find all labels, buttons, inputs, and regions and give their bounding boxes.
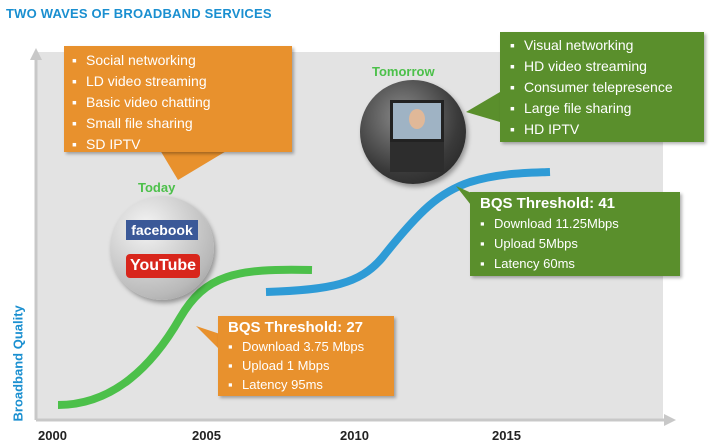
tomorrow-threshold-title: BQS Threshold: 41 <box>480 195 616 212</box>
list-item: LD video streaming <box>72 71 292 92</box>
tomorrow-threshold-box: BQS Threshold: 41 Download 11.25Mbps Upl… <box>470 192 680 276</box>
telepresence-stand <box>390 142 444 172</box>
x-tick-label: 2000 <box>38 428 67 443</box>
list-item: Large file sharing <box>510 98 704 119</box>
today-threshold-title: BQS Threshold: 27 <box>228 319 364 336</box>
person-face-icon <box>409 109 425 129</box>
facebook-logo: facebook <box>126 220 198 240</box>
today-services-box: Social networking LD video streaming Bas… <box>64 46 292 152</box>
tomorrow-label: Tomorrow <box>372 64 435 79</box>
list-item: Small file sharing <box>72 113 292 134</box>
today-curve <box>57 265 313 409</box>
x-axis-arrow <box>664 414 676 426</box>
telepresence-image <box>360 80 466 184</box>
list-item: Upload 5Mbps <box>480 234 680 254</box>
list-item: Basic video chatting <box>72 92 292 113</box>
tomorrow-services-box: Visual networking HD video streaming Con… <box>500 32 704 142</box>
list-item: Visual networking <box>510 35 704 56</box>
tomorrow-box-pointer <box>466 92 500 122</box>
tomorrow-curve <box>265 168 551 296</box>
list-item: Latency 95ms <box>228 375 394 394</box>
telepresence-screen <box>390 100 444 142</box>
x-tick-label: 2015 <box>492 428 521 443</box>
list-item: Download 11.25Mbps <box>480 214 680 234</box>
list-item: Latency 60ms <box>480 254 680 274</box>
x-tick-label: 2010 <box>340 428 369 443</box>
youtube-logo: YouTube <box>126 254 201 278</box>
list-item: Upload 1 Mbps <box>228 356 394 375</box>
diagram-title: TWO WAVES OF BROADBAND SERVICES <box>6 6 272 21</box>
x-tick-label: 2005 <box>192 428 221 443</box>
list-item: Download 3.75 Mbps <box>228 337 394 356</box>
list-item: Social networking <box>72 50 292 71</box>
youtube-logo-text: YouTube <box>126 254 201 278</box>
today-box-pointer <box>160 150 228 180</box>
y-axis-label-wrap: Broadband Quality <box>8 305 28 422</box>
list-item: HD IPTV <box>510 119 704 140</box>
list-item: SD IPTV <box>72 134 292 155</box>
list-item: HD video streaming <box>510 56 704 77</box>
list-item: Consumer telepresence <box>510 77 704 98</box>
today-logos-circle: facebook YouTube <box>110 196 214 300</box>
today-label: Today <box>138 180 176 195</box>
y-axis-arrow <box>30 48 42 60</box>
today-threshold-box: BQS Threshold: 27 Download 3.75 Mbps Upl… <box>218 316 394 396</box>
y-axis-label: Broadband Quality <box>10 305 26 422</box>
